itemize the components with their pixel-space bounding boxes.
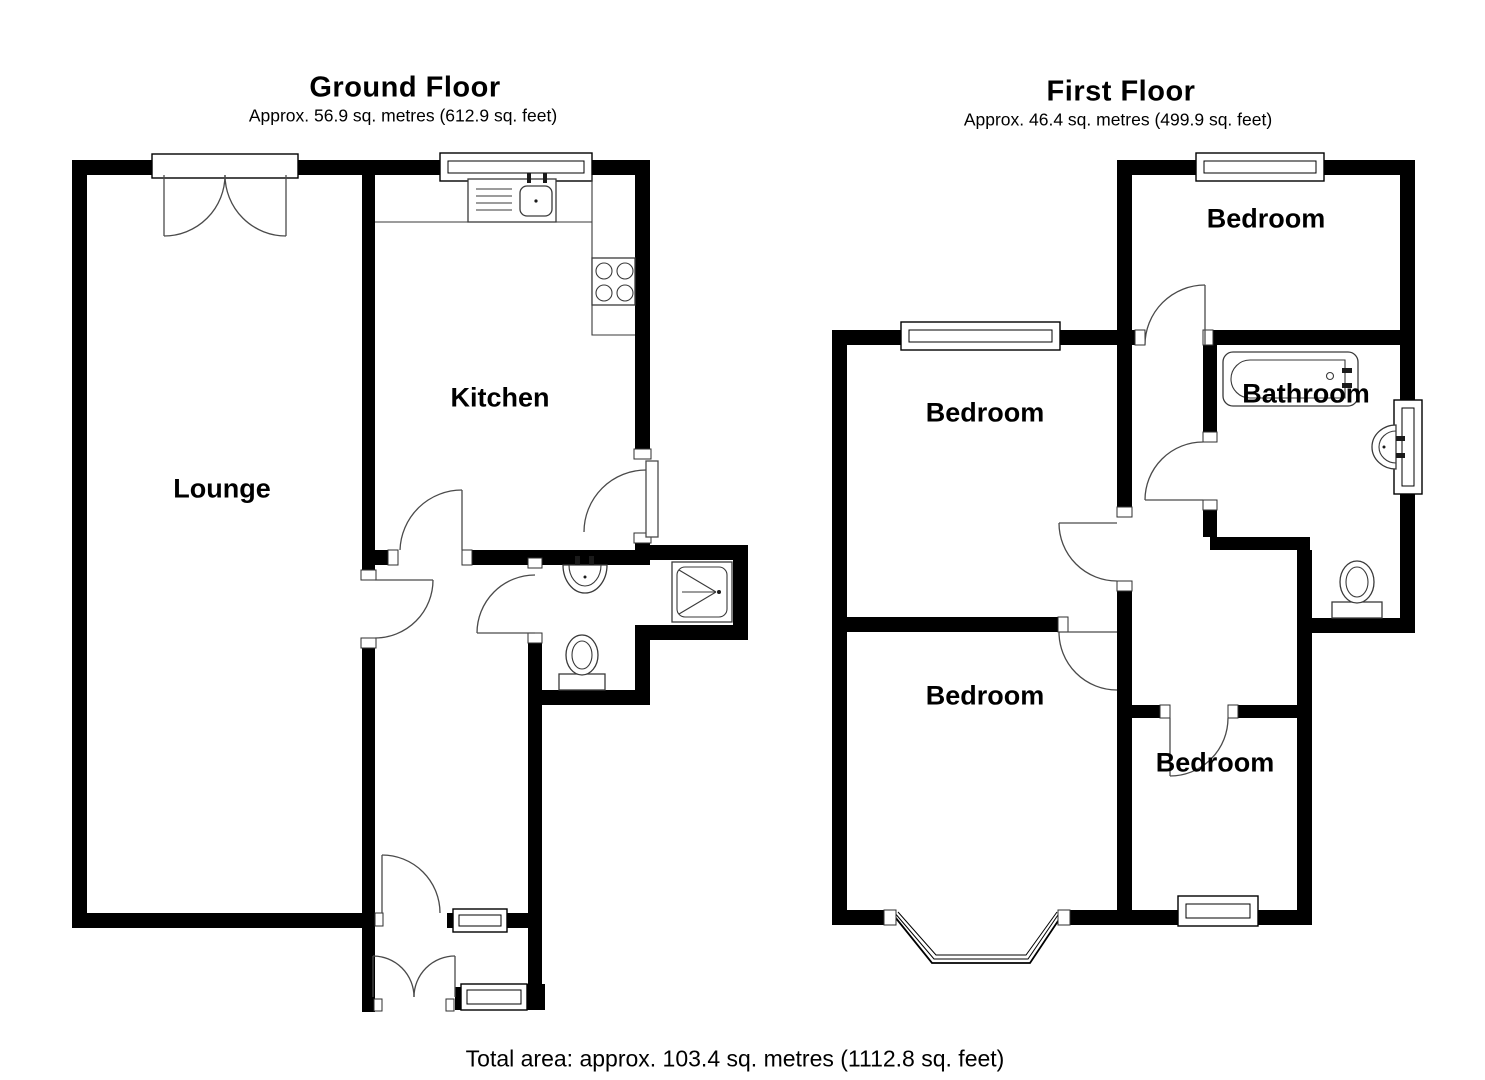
first-floor-title: First Floor bbox=[1046, 75, 1196, 108]
tap-icon bbox=[527, 173, 531, 183]
tap-icon bbox=[1342, 383, 1352, 388]
tap-icon bbox=[575, 556, 580, 565]
ground-floor-windows bbox=[151, 152, 593, 1011]
first-floor-windows bbox=[883, 152, 1423, 964]
hob bbox=[591, 257, 636, 306]
tap-icon bbox=[1342, 368, 1352, 373]
bay-window bbox=[883, 909, 1071, 964]
ground-floor-walls bbox=[72, 160, 748, 1012]
kitchen-window bbox=[439, 152, 593, 182]
bedroom-top-window bbox=[1195, 152, 1325, 182]
kitchen-fixtures bbox=[375, 173, 636, 336]
first-floor-doors bbox=[1057, 284, 1239, 777]
bedroom-small-window bbox=[1177, 895, 1259, 927]
ground-floor-subtitle: Approx. 56.9 sq. metres (612.9 sq. feet) bbox=[248, 105, 558, 126]
wc-fixtures bbox=[558, 556, 733, 691]
ground-floor-doors bbox=[163, 174, 659, 1012]
bathroom-fixtures bbox=[1222, 351, 1405, 619]
tap-icon bbox=[1396, 436, 1405, 441]
room-label-bedroom-small: Bedroom bbox=[1155, 747, 1275, 778]
lounge-patio-door-frame bbox=[151, 153, 299, 179]
wc-toilet-bowl bbox=[565, 634, 599, 676]
tap-icon bbox=[543, 173, 547, 183]
wc-basin bbox=[562, 564, 608, 594]
sink-drainer bbox=[476, 188, 512, 211]
room-label-bedroom-bottom: Bedroom bbox=[925, 680, 1045, 711]
first-floor-subtitle: Approx. 46.4 sq. metres (499.9 sq. feet) bbox=[963, 109, 1273, 130]
bathroom-toilet-cistern bbox=[1331, 601, 1383, 619]
room-label-bathroom: Bathroom bbox=[1242, 378, 1370, 409]
hall-window bbox=[452, 908, 508, 933]
total-area-text: Total area: approx. 103.4 sq. metres (11… bbox=[465, 1045, 1005, 1072]
porch-window bbox=[460, 983, 528, 1011]
tap-icon bbox=[1396, 453, 1405, 458]
bathroom-window bbox=[1393, 399, 1423, 495]
bath-tub bbox=[1222, 351, 1359, 407]
wc-toilet-cistern bbox=[558, 673, 606, 691]
room-label-lounge: Lounge bbox=[173, 473, 271, 504]
ground-floor-title: Ground Floor bbox=[309, 71, 501, 104]
first-floor-walls bbox=[832, 160, 1415, 925]
room-label-bedroom-middle: Bedroom bbox=[925, 397, 1045, 428]
room-label-bedroom-top: Bedroom bbox=[1206, 203, 1326, 234]
room-label-kitchen: Kitchen bbox=[450, 382, 550, 413]
bedroom-middle-window bbox=[900, 321, 1061, 351]
tap-icon bbox=[589, 556, 594, 565]
